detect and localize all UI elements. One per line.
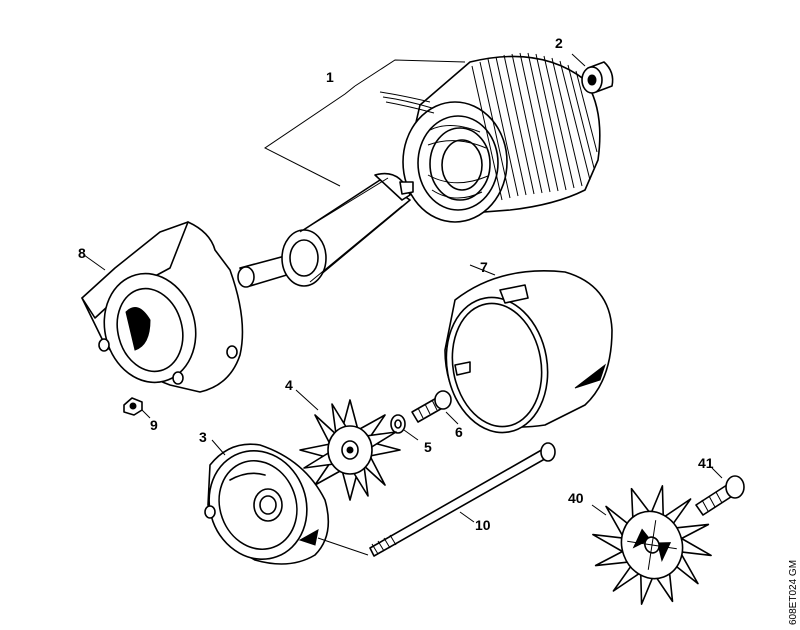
washer-drawing [390, 414, 419, 441]
label-part-2: 2 [555, 35, 563, 51]
label-part-40: 40 [568, 490, 584, 506]
front-end-shield-drawing [81, 221, 244, 393]
drawing-code: 608ET024 GM [788, 560, 799, 625]
assembly-bracket-lines [264, 59, 466, 187]
label-part-7: 7 [480, 259, 488, 275]
rear-end-shield-drawing [204, 439, 330, 565]
label-part-6: 6 [455, 424, 463, 440]
label-part-3: 3 [199, 429, 207, 445]
fan-wheel-alt-drawing [591, 485, 712, 605]
fan-wheel-drawing [295, 389, 401, 501]
label-part-4: 4 [285, 377, 293, 393]
stator [379, 52, 601, 223]
screw-drawing [411, 390, 459, 425]
label-part-1: 1 [326, 69, 334, 85]
nut-drawing [123, 397, 151, 419]
part-number-labels: 1 2 3 4 5 6 7 8 9 10 40 41 [78, 35, 714, 533]
housing-shell-drawing [444, 264, 613, 434]
label-part-5: 5 [424, 439, 432, 455]
label-part-8: 8 [78, 245, 86, 261]
screw-alt-drawing [695, 467, 745, 516]
label-part-9: 9 [150, 417, 158, 433]
rotor [237, 172, 414, 288]
label-part-41: 41 [698, 455, 714, 471]
label-part-10: 10 [475, 517, 491, 533]
tie-rod-drawing [317, 442, 556, 557]
ball-bearing-drawing [571, 53, 614, 94]
